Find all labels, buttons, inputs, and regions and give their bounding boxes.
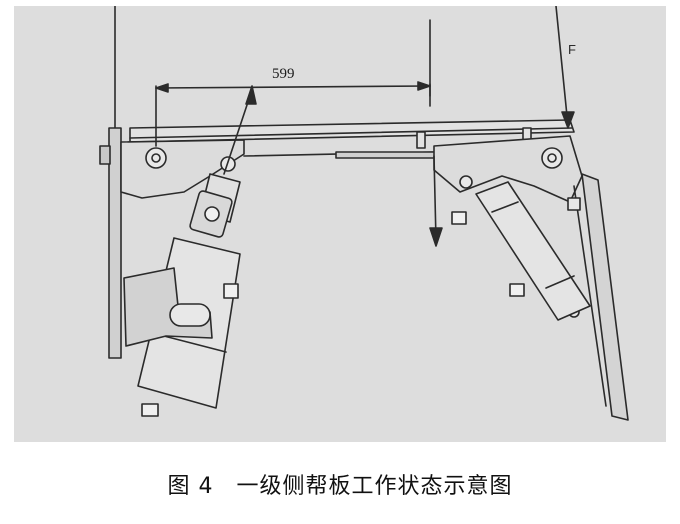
dimension-arrow-left <box>155 83 169 93</box>
right-pivot-pin-inner <box>547 153 557 163</box>
right-cylinder-port-1 <box>451 211 467 225</box>
left-side-plate <box>108 127 122 359</box>
right-cylinder-band-2 <box>545 275 575 289</box>
right-plate-lug-1 <box>567 197 581 211</box>
guide-line-right <box>555 6 569 127</box>
beam-lug-1 <box>416 131 426 149</box>
force-label: F <box>568 42 576 57</box>
diagram-figure: 599 F <box>14 6 666 442</box>
left-cylinder-port <box>223 283 239 299</box>
figure-caption: 图 4 一级侧帮板工作状态示意图 <box>167 474 513 499</box>
right-cylinder-port-2 <box>509 283 525 297</box>
top-beam-inner-line <box>129 127 573 139</box>
left-pivot-pin-inner <box>151 153 161 163</box>
dimension-arrow-right <box>417 81 431 91</box>
drawing-lines <box>99 6 629 421</box>
left-clevis-hole <box>204 206 220 222</box>
downward-force-line <box>433 155 437 241</box>
mechanism-drawing: 599 F <box>14 6 666 442</box>
left-bolt-head <box>99 145 111 165</box>
cylinder-force-arrowhead <box>245 85 257 105</box>
right-plate-inner-line <box>573 185 607 407</box>
left-mount-slot <box>169 303 211 327</box>
downward-force-arrowhead <box>429 227 443 247</box>
right-cylinder-body <box>475 181 591 321</box>
beam-pad <box>335 151 437 159</box>
dimension-line <box>155 85 431 89</box>
left-pivot-pin <box>145 147 167 169</box>
photo-vignette <box>14 6 666 442</box>
left-cylinder-end-port <box>141 403 159 417</box>
left-cylinder-band <box>163 335 227 353</box>
dimension-label: 599 <box>272 66 295 82</box>
right-pivot-pin <box>541 147 563 169</box>
right-side-plate <box>581 173 629 421</box>
right-cylinder-top-pin <box>459 175 473 189</box>
right-cylinder-band-1 <box>491 201 519 213</box>
photo-background <box>14 6 666 442</box>
force-f-arrowhead <box>561 111 575 129</box>
